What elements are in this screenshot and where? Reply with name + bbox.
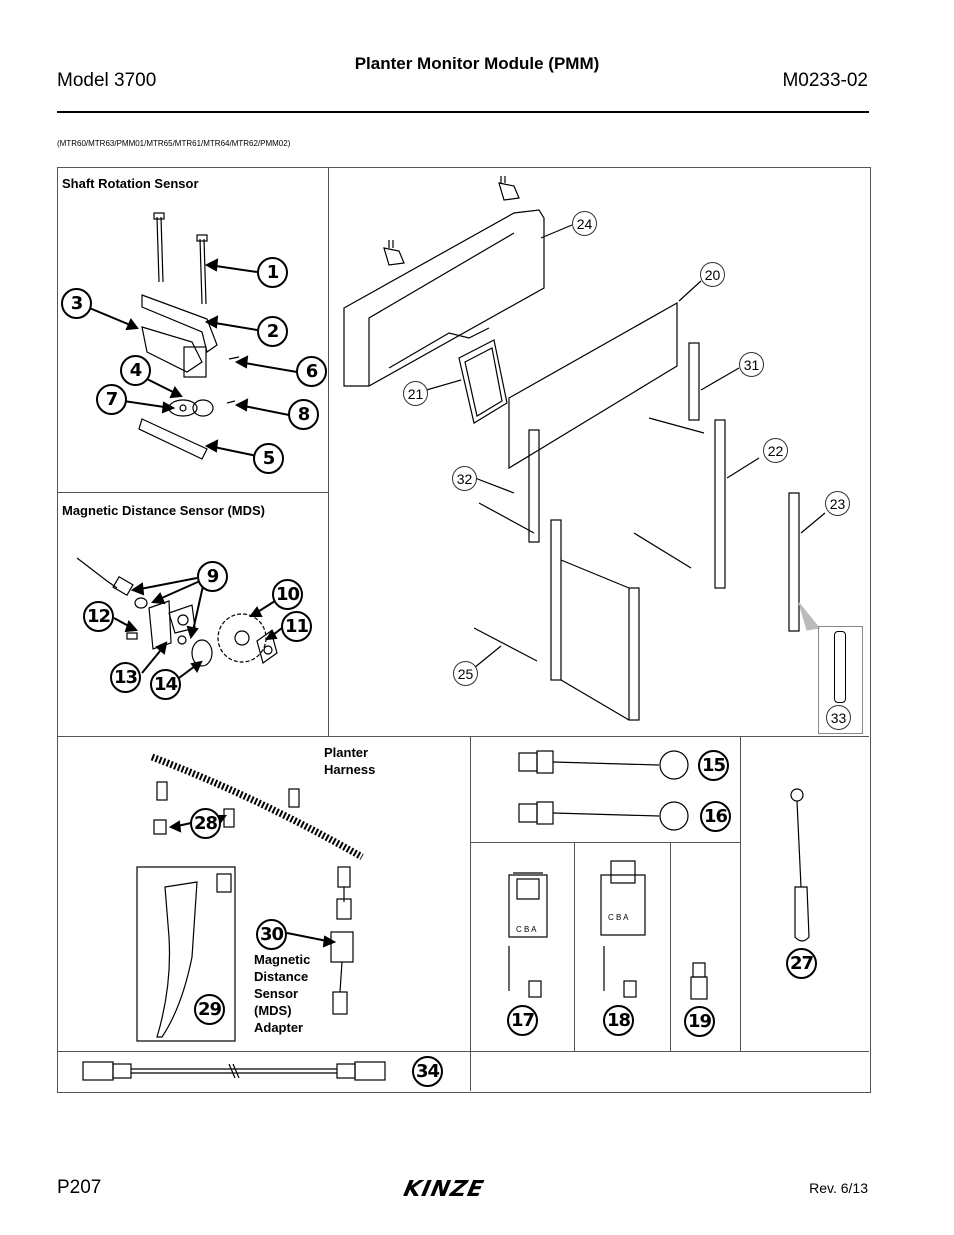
callout-24: 24 (572, 211, 597, 236)
model-label: Model 3700 (57, 70, 157, 91)
divider-connector-row (470, 842, 740, 843)
divider-shaft-mds (57, 492, 328, 493)
parts-diagram-frame (57, 167, 871, 1093)
mds-adapter-label: Magnetic Distance Sensor (MDS) Adapter (254, 952, 311, 1035)
callout-20: 20 (700, 262, 725, 287)
divider-harness (470, 736, 471, 1091)
callout-34: 34 (412, 1056, 443, 1087)
callout-9: 9 (197, 561, 228, 592)
callout-2: 2 (257, 316, 288, 347)
revision: Rev. 6/13 (809, 1180, 868, 1196)
planter-harness-drawing (136, 753, 364, 1042)
divider-conn-2 (670, 842, 671, 1051)
inset-33-frame (818, 626, 863, 734)
shaft-rotation-sensor-heading: Shaft Rotation Sensor (62, 176, 199, 191)
mds-heading: Magnetic Distance Sensor (MDS) (62, 503, 265, 518)
callout-7: 7 (96, 384, 127, 415)
callout-25: 25 (453, 661, 478, 686)
callout-31: 31 (739, 352, 764, 377)
callout-3: 3 (61, 288, 92, 319)
callout-33: 33 (826, 705, 851, 730)
mds-drawing (76, 557, 283, 679)
page-title: Planter Monitor Module (PMM) (354, 54, 600, 73)
model-codes: (MTR60/MTR63/PMM01/MTR65/MTR61/MTR64/MTR… (57, 139, 291, 148)
callout-18: 18 (603, 1005, 634, 1036)
callout-17: 17 (507, 1005, 538, 1036)
cables-15-16-drawing (518, 750, 689, 831)
divider-cable-box (740, 736, 741, 1051)
probe-27-drawing (790, 788, 810, 942)
callout-16: 16 (700, 801, 731, 832)
callout-21: 21 (403, 381, 428, 406)
callout-15: 15 (698, 750, 729, 781)
callout-27: 27 (786, 948, 817, 979)
document-number: M0233-02 (782, 70, 868, 91)
divider-bottom-row (57, 1051, 869, 1052)
callout-28: 28 (190, 808, 221, 839)
callout-11: 11 (281, 611, 312, 642)
shaft-rotation-sensor-drawing (86, 212, 298, 460)
callout-30: 30 (256, 919, 287, 950)
inset-33-strip (834, 631, 846, 703)
divider-conn-1 (574, 842, 575, 1051)
divider-horizontal-mid (57, 736, 869, 737)
callout-32: 32 (452, 466, 477, 491)
callout-22: 22 (763, 438, 788, 463)
divider-vertical-top (328, 167, 329, 737)
callout-4: 4 (120, 355, 151, 386)
callout-12: 12 (83, 601, 114, 632)
callout-14: 14 (150, 669, 181, 700)
callout-19: 19 (684, 1006, 715, 1037)
callout-5: 5 (253, 443, 284, 474)
planter-harness-label: Planter Harness (324, 745, 376, 777)
callout-23: 23 (825, 491, 850, 516)
connector-18-letters: C B A (608, 913, 629, 922)
callout-1: 1 (257, 257, 288, 288)
kinze-logo: KINZE (401, 1177, 487, 1202)
callout-10: 10 (272, 579, 303, 610)
header-divider (57, 111, 869, 113)
connectors-drawing: C B A C B A (508, 860, 708, 1000)
connector-17-letters: C B A (516, 925, 537, 934)
cable-34-drawing (82, 1061, 386, 1081)
callout-6: 6 (296, 356, 327, 387)
pmm-exploded-view (343, 176, 826, 721)
page-number: P207 (57, 1177, 102, 1198)
callout-8: 8 (288, 399, 319, 430)
callout-29: 29 (194, 994, 225, 1025)
callout-13: 13 (110, 662, 141, 693)
